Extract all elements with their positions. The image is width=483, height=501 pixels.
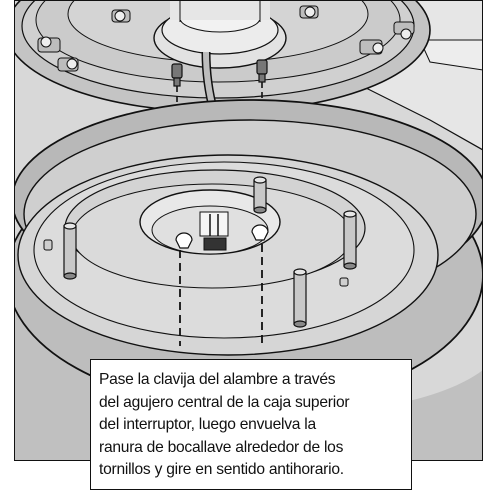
instruction-caption: Pase la clavija del alambre a través del…	[90, 359, 412, 490]
light-kit-bowl	[14, 99, 483, 461]
caption-line: ranura de bocallave alrededor de los	[99, 438, 344, 456]
caption-line: del agujero central de la caja superior	[99, 393, 350, 411]
installation-illustration	[14, 0, 483, 461]
caption-line: tornillos y gire en sentido antihorario.	[99, 461, 344, 479]
caption-line: Pase la clavija del alambre a través	[99, 371, 336, 388]
caption-line: del interruptor, luego envuelva la	[99, 416, 316, 434]
